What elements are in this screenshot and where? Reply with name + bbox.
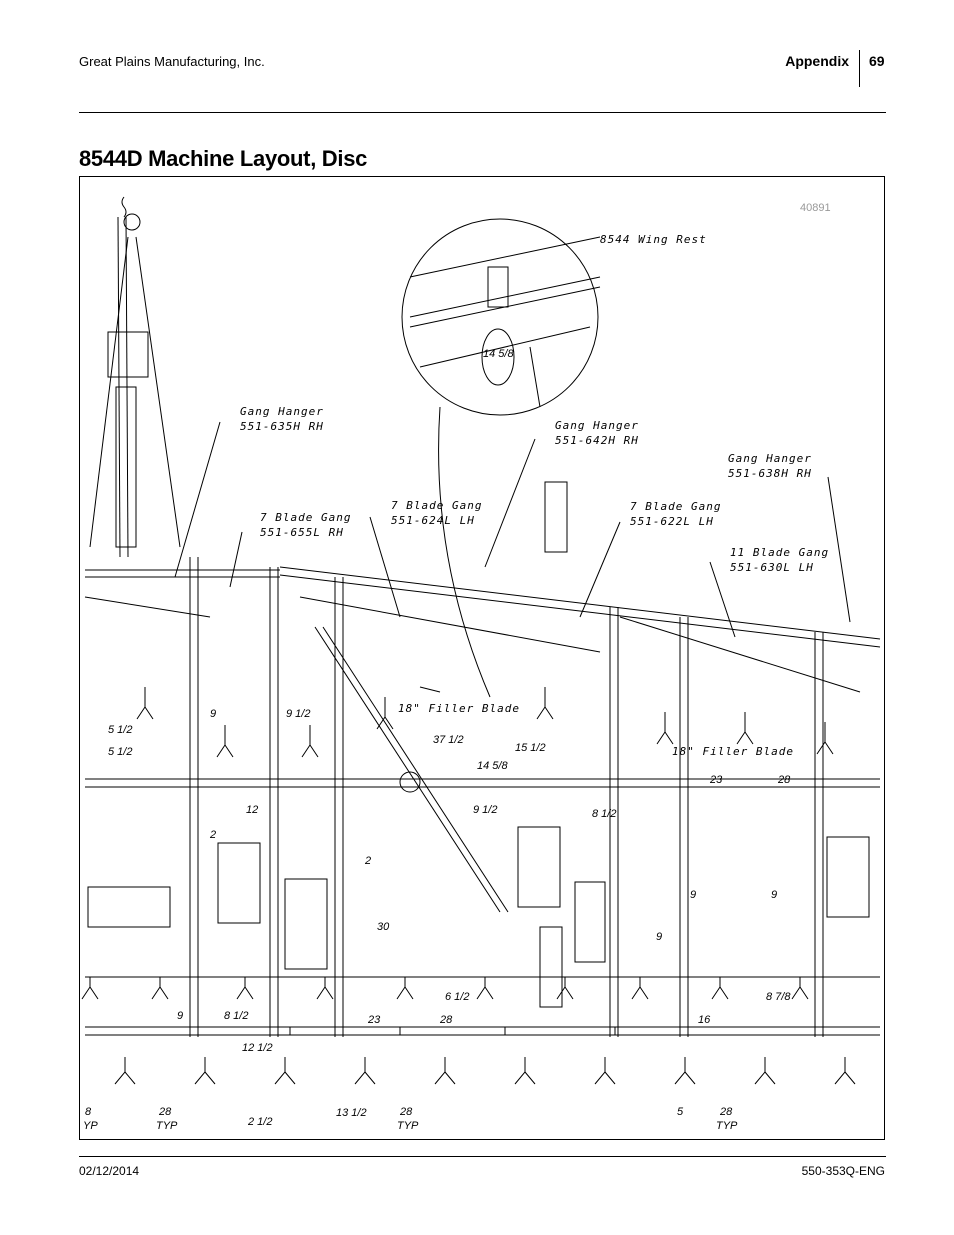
dim-label: 9 bbox=[210, 708, 216, 720]
dim-label: YP bbox=[83, 1120, 98, 1132]
header-section: Appendix bbox=[785, 53, 849, 69]
dim-label: 9 bbox=[177, 1010, 183, 1022]
dim-label: 8 1/2 bbox=[224, 1010, 248, 1022]
dim-label: 30 bbox=[377, 921, 390, 933]
dim-label: 23 bbox=[709, 774, 723, 786]
footer-date: 02/12/2014 bbox=[79, 1164, 140, 1178]
dim-label: 9 1/2 bbox=[286, 708, 310, 720]
dim-label: 9 1/2 bbox=[473, 804, 497, 816]
header-divider bbox=[859, 50, 860, 87]
dim-label: 14 5/8 bbox=[483, 348, 514, 360]
callout-gang-hanger-2-part: 551-642H RH bbox=[555, 434, 639, 447]
dim-label: 5 1/2 bbox=[108, 746, 132, 758]
dim-label: TYP bbox=[156, 1120, 178, 1132]
dim-label: 8 bbox=[85, 1106, 92, 1118]
dim-label: 28 bbox=[777, 774, 791, 786]
header-rule bbox=[79, 112, 886, 113]
dim-label: TYP bbox=[716, 1120, 738, 1132]
dim-label: 5 bbox=[677, 1106, 684, 1118]
page-title: 8544D Machine Layout, Disc bbox=[79, 146, 368, 171]
callout-gang-b-name: 7 Blade Gang bbox=[391, 499, 482, 512]
callout-filler-blade-1: 18" Filler Blade bbox=[398, 702, 520, 715]
dim-label: 9 bbox=[656, 931, 662, 943]
dim-label: 23 bbox=[367, 1014, 381, 1026]
callout-gang-a-part: 551-655L RH bbox=[260, 526, 344, 539]
dim-label: 28 bbox=[719, 1106, 733, 1118]
callout-gang-a-name: 7 Blade Gang bbox=[260, 511, 351, 524]
callout-gang-hanger-3-part: 551-638H RH bbox=[728, 467, 812, 480]
dim-label: 5 1/2 bbox=[108, 724, 132, 736]
header-company: Great Plains Manufacturing, Inc. bbox=[79, 54, 265, 69]
callout-wing-rest: 8544 Wing Rest bbox=[600, 233, 707, 246]
dim-label: 2 bbox=[364, 855, 371, 867]
callout-gang-hanger-1-part: 551-635H RH bbox=[240, 420, 324, 433]
dim-label: 6 1/2 bbox=[445, 991, 469, 1003]
header-page-number: 69 bbox=[869, 53, 885, 69]
dim-label: 8 7/8 bbox=[766, 991, 791, 1003]
machine-layout-figure: 40891 8544 Wing Rest Gang Hanger 551-635… bbox=[79, 176, 885, 1140]
dim-label: 28 bbox=[399, 1106, 413, 1118]
dim-label: 28 bbox=[158, 1106, 172, 1118]
dim-label: 28 bbox=[439, 1014, 453, 1026]
callout-gang-hanger-1-name: Gang Hanger bbox=[240, 405, 324, 418]
dim-label: 2 1/2 bbox=[247, 1116, 272, 1128]
figure-id: 40891 bbox=[800, 202, 831, 214]
dim-label: 8 1/2 bbox=[592, 808, 616, 820]
callout-filler-blade-2: 18" Filler Blade bbox=[672, 745, 794, 758]
dim-label: 16 bbox=[698, 1014, 711, 1026]
dim-label: 37 1/2 bbox=[433, 734, 464, 746]
machine-layout-drawing: 40891 8544 Wing Rest Gang Hanger 551-635… bbox=[81, 196, 881, 1132]
dim-label: 9 bbox=[771, 889, 777, 901]
callout-gang-hanger-2-name: Gang Hanger bbox=[555, 419, 639, 432]
footer-doc-number: 550-353Q-ENG bbox=[801, 1164, 885, 1178]
dim-label: 14 5/8 bbox=[477, 760, 508, 772]
callout-gang-d-name: 11 Blade Gang bbox=[730, 546, 829, 559]
footer-rule bbox=[79, 1156, 886, 1157]
dim-label: 12 bbox=[246, 804, 258, 816]
callout-gang-c-name: 7 Blade Gang bbox=[630, 500, 721, 513]
dim-label: 9 bbox=[690, 889, 696, 901]
callout-gang-hanger-3-name: Gang Hanger bbox=[728, 452, 812, 465]
dim-label: 15 1/2 bbox=[515, 742, 546, 754]
callout-gang-b-part: 551-624L LH bbox=[391, 514, 475, 527]
dim-label: 2 bbox=[209, 829, 216, 841]
callout-gang-c-part: 551-622L LH bbox=[630, 515, 714, 528]
callout-gang-d-part: 551-630L LH bbox=[730, 561, 814, 574]
dim-label: TYP bbox=[397, 1120, 419, 1132]
dim-label: 13 1/2 bbox=[336, 1107, 367, 1119]
dim-label: 12 1/2 bbox=[242, 1042, 273, 1054]
